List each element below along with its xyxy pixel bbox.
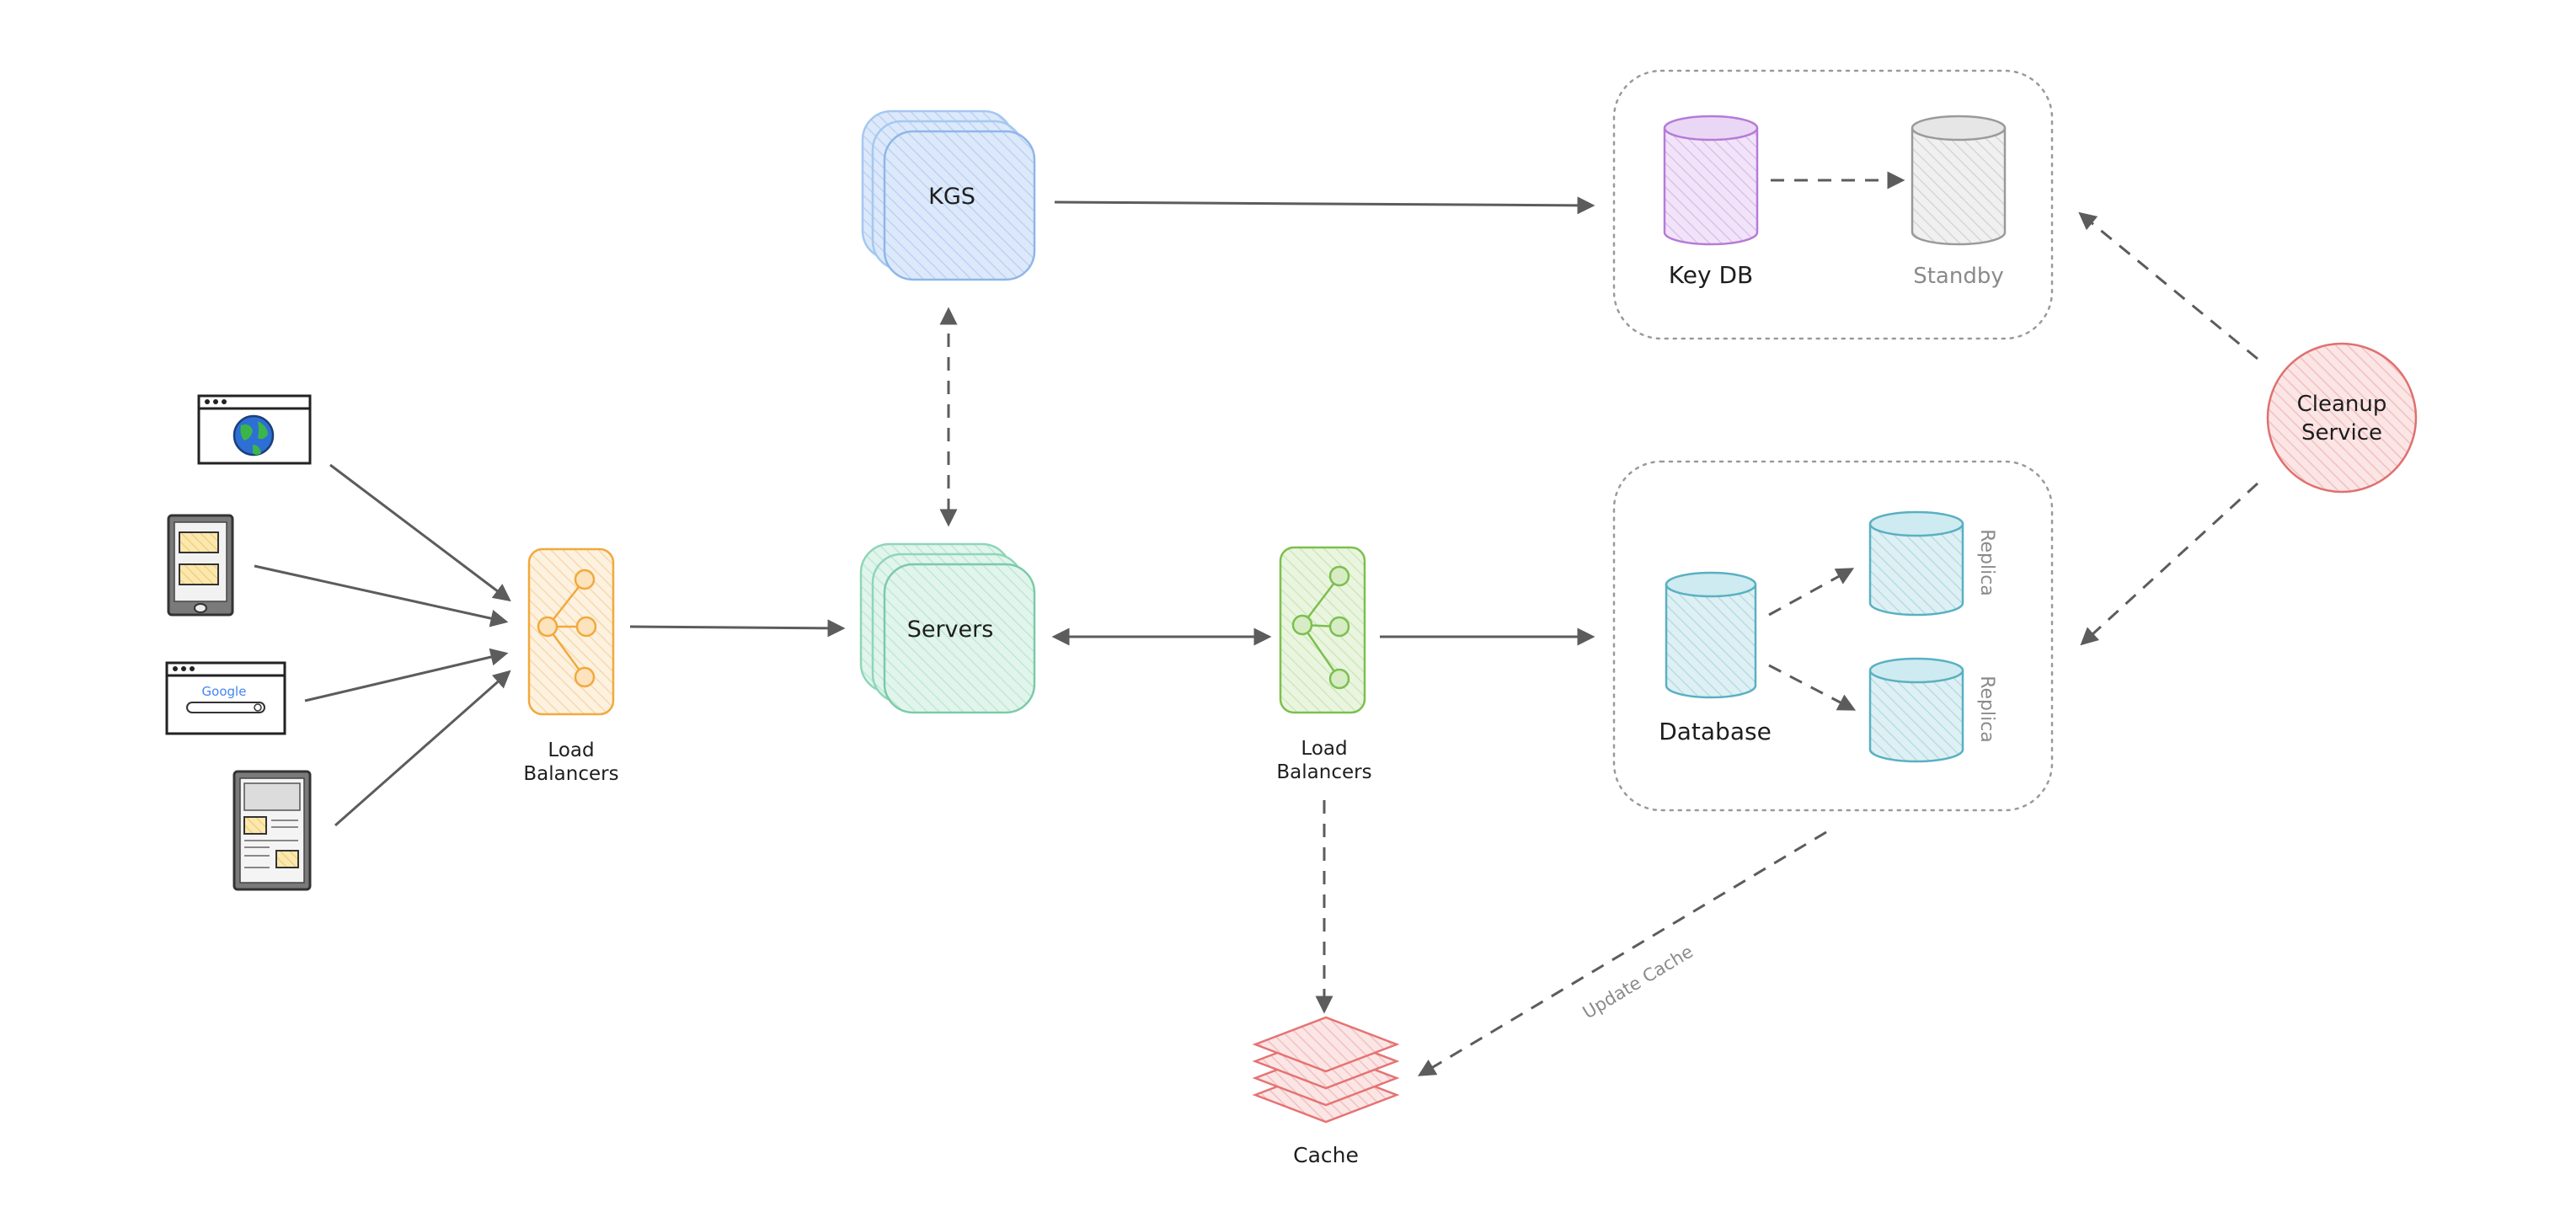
cleanup-service-node xyxy=(2266,342,2418,494)
arrow-db-to-replica-top xyxy=(1768,568,1855,617)
replica-top-cylinder-icon xyxy=(1868,510,1964,617)
cleanup-label-line2: Service xyxy=(2301,420,2382,446)
cleanup-label-line1: Cleanup xyxy=(2297,392,2387,417)
keydb-group xyxy=(1612,69,2054,340)
cache-label: Cache xyxy=(1293,1143,1359,1167)
cache-stack-icon xyxy=(1252,1016,1400,1124)
document-tablet-icon xyxy=(232,770,312,891)
load-balancer-right xyxy=(1279,546,1366,714)
kgs-node xyxy=(861,109,1036,281)
google-search-browser-icon: Google xyxy=(165,661,286,735)
load-balancer-left xyxy=(527,547,615,716)
network-icon xyxy=(1291,565,1350,690)
key-db-cylinder-icon xyxy=(1663,115,1759,246)
google-logo: Google xyxy=(202,684,247,699)
database-label: Database xyxy=(1659,718,1772,745)
standby-cylinder-icon xyxy=(1911,115,2007,246)
network-icon xyxy=(537,569,597,688)
tablet-icon xyxy=(167,514,234,617)
arrow-db-to-replica-bottom xyxy=(1768,664,1857,711)
servers-label: Servers xyxy=(907,617,994,643)
arrow-lb-to-servers xyxy=(629,619,846,638)
lb-left-label-line2: Balancers xyxy=(523,763,618,785)
globe-browser-icon xyxy=(197,394,312,465)
client-arrows xyxy=(254,463,511,827)
arrow-cleanup-to-database xyxy=(2080,482,2259,646)
servers-node xyxy=(859,542,1036,714)
replica-bottom-label: Replica xyxy=(1976,675,1997,743)
update-cache-label: Update Cache xyxy=(1579,942,1697,1023)
replica-top-label: Replica xyxy=(1976,529,1997,596)
lb-left-label-line1: Load xyxy=(548,739,594,761)
replica-bottom-cylinder-icon xyxy=(1868,657,1964,763)
database-cylinder-icon xyxy=(1665,571,1757,699)
database-group xyxy=(1612,460,2054,812)
kgs-label: KGS xyxy=(928,184,975,210)
arrow-cleanup-to-keydb xyxy=(2078,211,2258,360)
arrow-kgs-to-keydb xyxy=(1054,196,1595,215)
standby-label: Standby xyxy=(1913,264,2004,289)
arrow-db-update-cache xyxy=(1417,830,1827,1076)
lb-right-label-line1: Load xyxy=(1301,738,1347,760)
lb-right-label-line2: Balancers xyxy=(1276,761,1371,783)
key-db-label: Key DB xyxy=(1669,261,1753,289)
